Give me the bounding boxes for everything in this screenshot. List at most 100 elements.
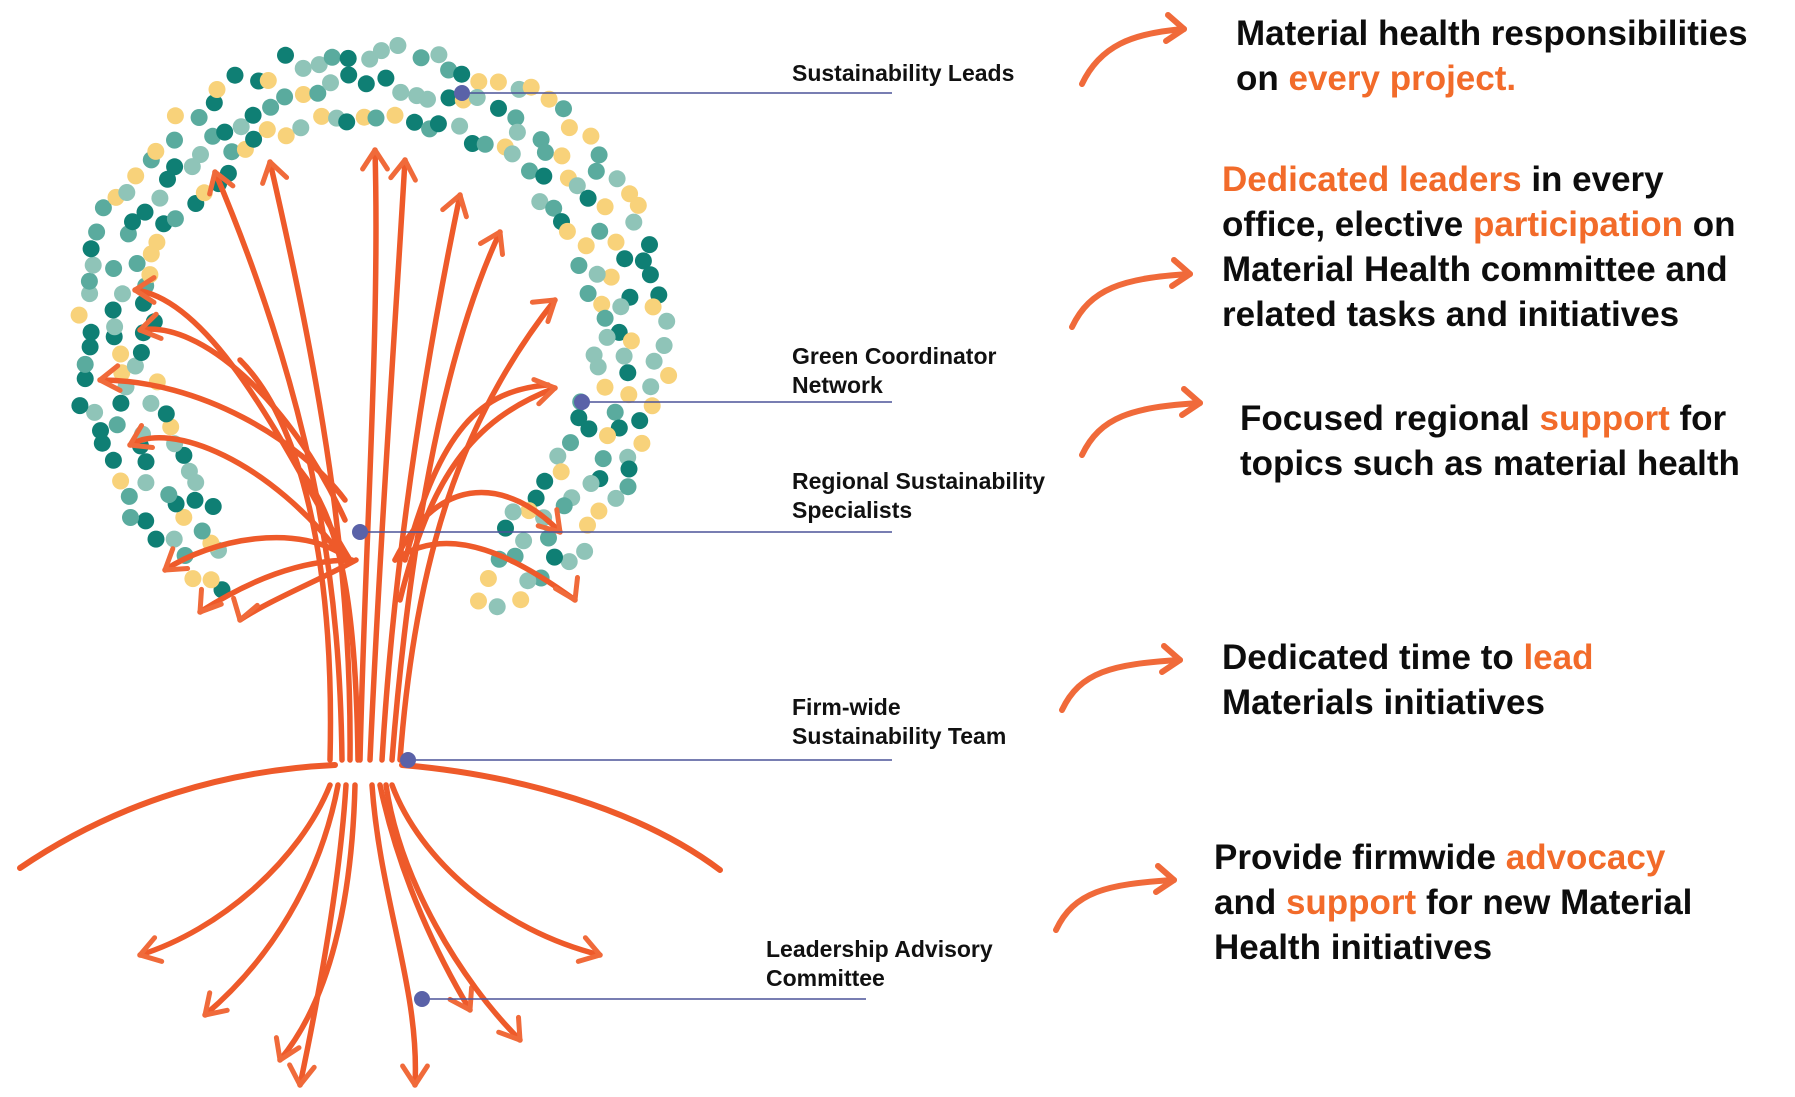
node-marker bbox=[574, 394, 590, 410]
canopy-dot bbox=[631, 412, 649, 430]
canopy-dot bbox=[184, 570, 202, 588]
canopy-dot bbox=[645, 352, 663, 370]
level-label-line: Regional Sustainability bbox=[792, 468, 1046, 494]
description-text: Health initiatives bbox=[1214, 928, 1493, 967]
canopy-dot bbox=[607, 489, 625, 507]
canopy-dot bbox=[175, 508, 193, 526]
description-text: Dedicated time to bbox=[1222, 638, 1524, 677]
canopy-dot bbox=[93, 434, 111, 452]
branch-arrowhead bbox=[478, 229, 505, 257]
canopy-dot bbox=[497, 519, 514, 537]
canopy-dot bbox=[620, 460, 638, 478]
canopy-dot bbox=[602, 268, 620, 286]
branch-arrowhead bbox=[137, 311, 164, 341]
ground-arc bbox=[17, 762, 338, 871]
canopy-dot bbox=[546, 548, 563, 566]
canopy-dot bbox=[430, 46, 448, 64]
branch-arrowhead bbox=[127, 423, 155, 450]
canopy-dot bbox=[157, 405, 175, 423]
canopy-dot bbox=[579, 516, 596, 534]
description-line: related tasks and initiatives bbox=[1222, 292, 1735, 337]
description-line: Provide firmwide advocacy bbox=[1214, 835, 1692, 880]
description-line: office, elective participation on bbox=[1222, 202, 1735, 247]
canopy-dot bbox=[608, 170, 626, 188]
curly-arrow bbox=[1069, 271, 1193, 330]
canopy-dot bbox=[81, 338, 99, 356]
node-marker bbox=[414, 991, 430, 1007]
root bbox=[383, 782, 523, 1043]
description-text: for bbox=[1669, 399, 1727, 438]
canopy-dot bbox=[105, 260, 123, 277]
branch-arrowhead bbox=[360, 147, 390, 172]
canopy-dot bbox=[120, 487, 138, 505]
canopy-dot bbox=[580, 420, 598, 438]
canopy-dot bbox=[165, 530, 183, 548]
canopy-dot bbox=[386, 106, 404, 124]
level-label-line: Firm-wide bbox=[792, 694, 901, 720]
tree-branch bbox=[212, 169, 345, 763]
canopy-dot bbox=[589, 358, 607, 376]
canopy-dot bbox=[112, 472, 130, 490]
canopy-dot bbox=[137, 453, 155, 471]
canopy-dot bbox=[80, 272, 98, 290]
canopy-dot bbox=[175, 446, 193, 464]
canopy-dot bbox=[620, 386, 638, 404]
tree-branch bbox=[197, 557, 355, 615]
curly-arrowhead bbox=[1169, 257, 1193, 289]
root bbox=[297, 782, 349, 1088]
description-line: Material Health committee and bbox=[1222, 247, 1735, 292]
canopy-dot bbox=[642, 378, 660, 396]
canopy-dot bbox=[357, 75, 375, 93]
canopy-dot bbox=[490, 99, 507, 117]
canopy-dot bbox=[277, 46, 294, 64]
root-arrowhead bbox=[447, 984, 475, 1013]
level-label-line: Green Coordinator bbox=[792, 343, 997, 369]
canopy-dot bbox=[92, 422, 109, 440]
canopy-dot bbox=[553, 147, 571, 165]
canopy-dot bbox=[536, 472, 554, 490]
canopy-dot bbox=[216, 123, 234, 141]
canopy-dot bbox=[552, 463, 570, 481]
canopy-dot bbox=[361, 50, 379, 68]
canopy-dot bbox=[392, 83, 410, 101]
description-line: Health initiatives bbox=[1214, 925, 1692, 970]
tree-branch bbox=[367, 157, 408, 763]
canopy-dot bbox=[82, 323, 100, 341]
canopy-dot bbox=[294, 86, 312, 103]
description-text: topics such as material health bbox=[1240, 444, 1740, 483]
canopy-dot bbox=[555, 100, 572, 118]
tree-branch bbox=[237, 357, 334, 763]
root-arrowhead bbox=[273, 1035, 302, 1063]
canopy-dot bbox=[591, 222, 609, 240]
tree-branch bbox=[297, 467, 361, 763]
branch-arrowhead bbox=[207, 169, 236, 197]
root-arrowhead bbox=[575, 935, 603, 964]
canopy-dot bbox=[607, 233, 625, 251]
canopy-dot bbox=[570, 409, 588, 427]
canopy-dot bbox=[367, 109, 385, 127]
canopy-dot bbox=[629, 196, 647, 214]
canopy-dot bbox=[137, 512, 155, 530]
branch-arrowhead bbox=[260, 159, 290, 186]
canopy-dot bbox=[470, 592, 487, 610]
canopy-dot bbox=[86, 403, 104, 421]
root bbox=[377, 782, 473, 1013]
root bbox=[137, 782, 333, 958]
canopy-dot bbox=[606, 403, 624, 421]
canopy-dot bbox=[599, 427, 616, 445]
level-label-line: Network bbox=[792, 372, 883, 398]
canopy-dot bbox=[598, 328, 616, 346]
canopy-dot bbox=[276, 88, 294, 106]
highlighted-text: advocacy bbox=[1505, 838, 1666, 877]
canopy-dot bbox=[244, 106, 262, 124]
tree-branch bbox=[357, 147, 379, 763]
canopy-dot bbox=[70, 306, 88, 324]
canopy-dot bbox=[313, 107, 331, 125]
tree-branch bbox=[402, 382, 551, 563]
root-arrowhead bbox=[202, 990, 230, 1018]
canopy-dot bbox=[587, 162, 605, 180]
canopy-dot bbox=[76, 355, 94, 373]
canopy-dot bbox=[612, 298, 630, 316]
